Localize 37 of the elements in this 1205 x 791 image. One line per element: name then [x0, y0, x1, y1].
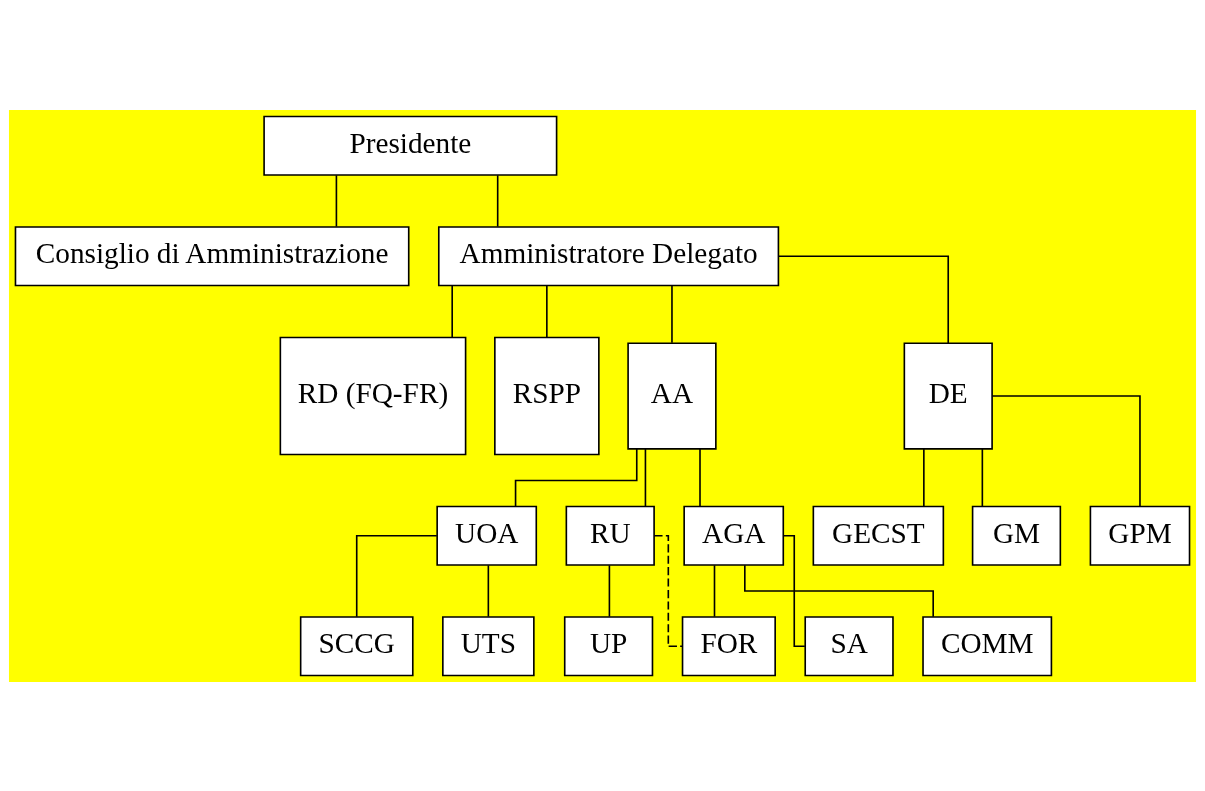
connector — [744, 564, 934, 617]
connector — [923, 447, 925, 507]
connector — [644, 447, 647, 507]
connector — [335, 174, 338, 227]
connector — [608, 564, 611, 617]
node-box: UP — [563, 615, 654, 676]
node-box: SA — [804, 615, 894, 676]
connector — [451, 284, 453, 338]
node-box: COMM — [922, 615, 1053, 676]
node-box: Presidente — [263, 115, 558, 176]
node-box: AGA — [683, 505, 785, 566]
node-box: GM — [971, 505, 1062, 566]
connector — [355, 534, 438, 617]
node-box: DE — [903, 341, 993, 450]
node-box: UTS — [442, 615, 535, 676]
node-box: GECST — [812, 505, 945, 566]
connector — [713, 564, 716, 617]
node-box: GPM — [1089, 505, 1191, 566]
node-box: RSPP — [494, 336, 600, 455]
node-box: FOR — [681, 615, 776, 676]
connector — [671, 284, 673, 343]
node-box: RD (FQ-FR) — [279, 336, 467, 455]
connector — [991, 394, 1141, 507]
connector — [514, 447, 638, 507]
connector — [487, 564, 490, 617]
connector — [778, 254, 950, 344]
node-box: SCCG — [299, 615, 414, 676]
connector — [496, 174, 499, 227]
connector — [699, 447, 701, 507]
connector — [782, 534, 806, 647]
node-box: RU — [565, 505, 655, 566]
node-box: Consiglio di Amministrazione — [14, 225, 410, 286]
connector — [546, 284, 548, 338]
node-box: UOA — [436, 505, 538, 566]
node-box: Amministratore Delegato — [437, 225, 780, 286]
node-box: AA — [627, 341, 717, 450]
connector — [981, 447, 984, 507]
